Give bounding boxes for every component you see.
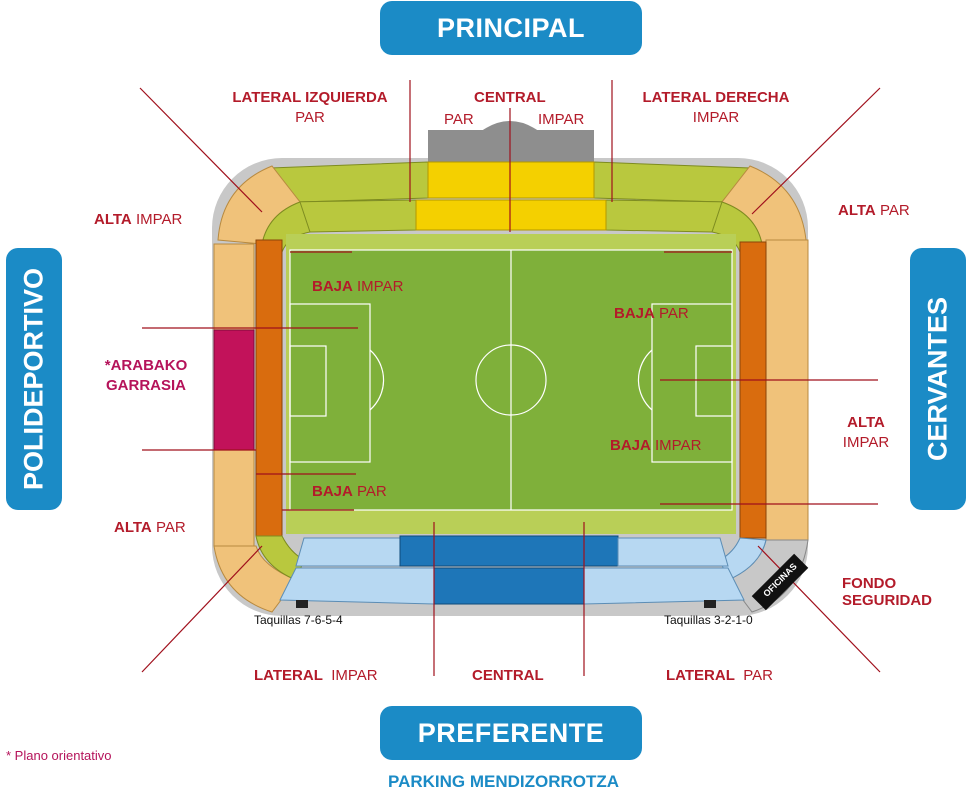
principal-tab[interactable]: PRINCIPAL — [380, 1, 642, 55]
baja-word: BAJA — [610, 437, 651, 454]
cervantes-label: CERVANTES — [922, 296, 953, 462]
impar-word: IMPAR — [357, 278, 404, 295]
impar-word: IMPAR — [842, 434, 890, 452]
left-outer-peach-top — [213, 243, 255, 331]
corner-sw — [213, 545, 297, 613]
baja-word: BAJA — [614, 305, 655, 322]
alta-word: ALTA — [94, 211, 132, 228]
parking-label: PARKING MENDIZORROTZA — [388, 772, 620, 791]
label-central-impar: IMPAR — [538, 110, 584, 130]
preferente-tab[interactable]: PREFERENTE — [380, 706, 642, 760]
oficinas-block — [751, 553, 809, 611]
bottom-outer-right — [583, 567, 745, 605]
label-central-impar-text: IMPAR — [538, 111, 585, 128]
top-outer-center — [427, 161, 595, 199]
gate-left — [296, 600, 308, 608]
taquillas-right: Taquillas 3-2-1-0 — [664, 613, 753, 627]
baja-word: BAJA — [312, 483, 353, 500]
principal-roof — [428, 130, 594, 164]
lateral-word: LATERAL — [666, 667, 735, 684]
label-alta-par-left: ALTA PAR — [114, 518, 186, 538]
label-alta-impar-right: ALTA IMPAR — [836, 413, 896, 454]
par-word: PAR — [743, 667, 773, 684]
baja-word: BAJA — [312, 278, 353, 295]
lateral-word: LATERAL — [254, 667, 323, 684]
impar-word: IMPAR — [331, 667, 378, 684]
label-baja-impar-left: BAJA IMPAR — [312, 277, 403, 297]
pointer-lines — [139, 80, 881, 676]
left-outer-crimson — [213, 329, 255, 451]
label-arabako-garrasia: *ARABAKO GARRASIA — [96, 356, 196, 397]
par-word: PAR — [659, 305, 689, 322]
label-lateral-izquierda: LATERAL IZQUIERDA PAR — [228, 88, 392, 129]
label-alta-impar-left: ALTA IMPAR — [94, 210, 182, 230]
label-central-top: CENTRAL — [474, 88, 546, 108]
alta-word: ALTA — [847, 414, 885, 431]
impar-word: IMPAR — [655, 437, 702, 454]
label-lateral-par-bottom: LATERAL PAR — [666, 666, 773, 686]
label-central-bottom: CENTRAL — [472, 666, 544, 686]
label-lateral-derecha-title: LATERAL DERECHA — [642, 89, 790, 106]
right-inner-orange — [739, 241, 767, 539]
bottom-inner-right — [617, 537, 729, 567]
top-inner-center — [415, 199, 607, 231]
gate-right — [704, 600, 716, 608]
label-central-par-text: PAR — [444, 111, 474, 128]
par-word: PAR — [357, 483, 387, 500]
plano-note: * Plano orientativo — [6, 748, 112, 763]
label-fondo-seguridad: FONDO SEGURIDAD — [842, 575, 932, 610]
alta-word: ALTA — [114, 519, 152, 536]
polideportivo-label: POLIDEPORTIVO — [18, 267, 49, 491]
label-lateral-izquierda-sub: PAR — [295, 109, 325, 127]
bottom-inner-left — [295, 537, 401, 567]
label-central-top-title: CENTRAL — [474, 89, 546, 106]
label-lateral-izquierda-title: LATERAL IZQUIERDA — [232, 89, 388, 106]
label-central-par: PAR — [444, 110, 474, 130]
impar-word: IMPAR — [135, 211, 183, 228]
alta-word: ALTA — [838, 202, 876, 219]
label-baja-par-right: BAJA PAR — [614, 304, 689, 324]
right-outer-peach — [765, 239, 809, 541]
fondo-line-1: FONDO — [842, 575, 897, 592]
fondo-line-2: SEGURIDAD — [842, 592, 933, 610]
label-baja-par-left: BAJA PAR — [312, 482, 387, 502]
bottom-inner-center — [399, 535, 619, 567]
par-word: PAR — [879, 202, 910, 219]
polideportivo-tab[interactable]: POLIDEPORTIVO — [6, 248, 62, 510]
cervantes-tab[interactable]: CERVANTES — [910, 248, 966, 510]
arabako-line-2: GARRASIA — [105, 377, 186, 395]
left-outer-peach-bottom — [213, 449, 255, 547]
label-lateral-derecha-sub: IMPAR — [692, 109, 740, 127]
bottom-outer-center — [433, 567, 585, 605]
bottom-outer-left — [279, 567, 435, 605]
label-baja-impar-right: BAJA IMPAR — [610, 436, 701, 456]
label-lateral-derecha: LATERAL DERECHA IMPAR — [636, 88, 796, 129]
arabako-line-1: *ARABAKO — [104, 357, 188, 374]
central-word: CENTRAL — [472, 667, 544, 684]
left-inner-orange — [255, 239, 283, 537]
taquillas-left: Taquillas 7-6-5-4 — [254, 613, 343, 627]
label-alta-par-right: ALTA PAR — [838, 201, 910, 221]
label-lateral-impar-bottom: LATERAL IMPAR — [254, 666, 378, 686]
par-word: PAR — [155, 519, 186, 536]
